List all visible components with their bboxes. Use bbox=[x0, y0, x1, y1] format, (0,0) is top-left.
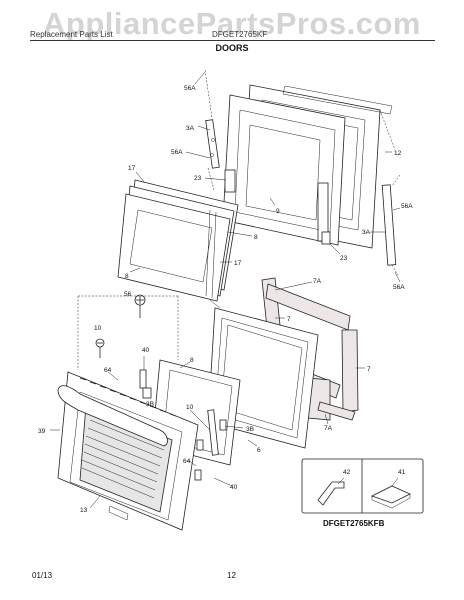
callout-3B-right: 3B bbox=[246, 426, 254, 433]
callout-64-bottom: 64 bbox=[183, 458, 191, 465]
callout-3A-left: 3A bbox=[186, 125, 195, 132]
callout-40-bottom: 40 bbox=[230, 484, 238, 491]
callout-7A-bottom: 7A bbox=[324, 425, 333, 432]
callout-56A-bottom: 56A bbox=[393, 284, 405, 291]
callout-41: 41 bbox=[398, 469, 406, 476]
outer-door-panel-13 bbox=[57, 371, 199, 531]
hinge-receptacles bbox=[139, 369, 227, 481]
hinge-bracket-left bbox=[204, 69, 236, 193]
upper-glass-panes bbox=[117, 179, 239, 302]
callout-40-top: 40 bbox=[142, 347, 150, 354]
callout-64-top: 64 bbox=[104, 367, 112, 374]
callout-17-top: 17 bbox=[128, 165, 136, 172]
callout-7A-top: 7A bbox=[313, 278, 322, 285]
model-code-label: DFGET2765KFB bbox=[323, 519, 385, 528]
callout-56A-left: 56A bbox=[171, 149, 183, 156]
screws bbox=[77, 294, 179, 370]
callout-3B-left: 3B bbox=[146, 401, 154, 408]
callout-6: 6 bbox=[257, 447, 261, 454]
header-rule bbox=[30, 40, 435, 41]
footer-date: 01/13 bbox=[32, 571, 53, 580]
callout-23-right: 23 bbox=[340, 255, 348, 262]
callout-10-right: 10 bbox=[186, 404, 194, 411]
callout-7-left: 7 bbox=[287, 316, 291, 323]
section-title: DOORS bbox=[215, 43, 249, 53]
watermark: AppliancePartsPros.com bbox=[43, 6, 421, 41]
callout-9: 9 bbox=[276, 208, 280, 215]
footer-page-number: 12 bbox=[227, 571, 236, 580]
callout-3A-right: 3A bbox=[362, 229, 371, 236]
callout-7-right: 7 bbox=[367, 366, 371, 373]
leader-lines bbox=[50, 71, 401, 509]
callout-56A-right: 56A bbox=[401, 203, 413, 210]
header-model-text: DFGET2765KF bbox=[212, 30, 268, 39]
header-left-text: Replacement Parts List bbox=[30, 30, 113, 39]
parts-inset-box bbox=[301, 458, 424, 514]
callout-13: 13 bbox=[80, 507, 88, 514]
callout-56A-top: 56A bbox=[184, 85, 196, 92]
callout-8-lower: 8 bbox=[190, 357, 194, 364]
callout-23-left: 23 bbox=[194, 175, 202, 182]
callout-labels: 56A 3A 56A 12 23 9 17 8 17 8 23 56A 3A 5… bbox=[38, 85, 413, 514]
callout-56: 56 bbox=[124, 291, 132, 298]
callout-12: 12 bbox=[394, 150, 402, 157]
callout-17-bottom: 17 bbox=[234, 260, 242, 267]
hinge-bracket-right bbox=[317, 174, 401, 276]
callout-39: 39 bbox=[38, 428, 46, 435]
callout-10-left: 10 bbox=[94, 325, 102, 332]
callout-8-left: 8 bbox=[125, 273, 129, 280]
callout-42: 42 bbox=[343, 469, 351, 476]
callout-8-upper: 8 bbox=[254, 234, 258, 241]
